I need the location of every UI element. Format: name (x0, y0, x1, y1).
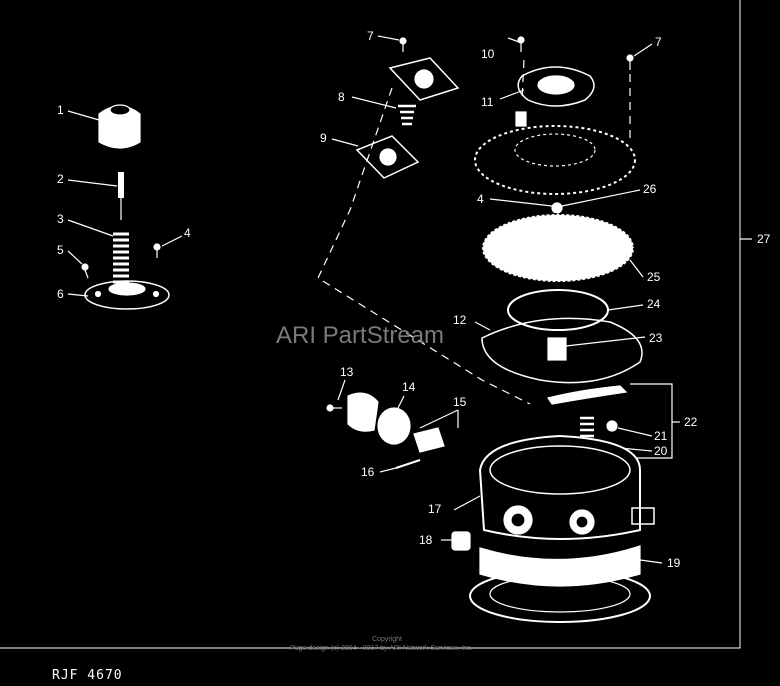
part-26-nut (551, 202, 563, 214)
part-6-base-plate (84, 280, 170, 310)
page-design-notice: Page design (c) 2004 - 2017 by ARI Netwo… (290, 645, 473, 652)
part-3-spring (113, 232, 129, 284)
part-20-spring (580, 416, 594, 450)
callout-1: 1 (57, 103, 64, 117)
callout-4: 4 (477, 192, 484, 206)
part-14-cover (347, 392, 379, 432)
drawing-id: RJF 4670 (52, 668, 123, 683)
callout-5: 5 (57, 243, 64, 257)
callout-3: 3 (57, 212, 64, 226)
callout-21: 21 (654, 429, 668, 443)
callout-19: 19 (667, 556, 681, 570)
callout-7: 7 (655, 35, 662, 49)
dashed-guide (521, 59, 525, 101)
part-7-screw-right (626, 54, 634, 70)
part-4-screw-left (153, 243, 161, 258)
part-11-spacer (515, 111, 527, 127)
part-7-screw-top (399, 37, 407, 52)
watermark-text: ARI PartStream (276, 322, 445, 349)
callout-2: 2 (57, 172, 64, 186)
callout-27: 27 (757, 232, 771, 246)
part-14-gasket (377, 407, 411, 445)
part-11-gasket (517, 66, 595, 107)
callout-4: 4 (184, 226, 191, 240)
callout-13: 13 (340, 365, 354, 379)
group-bracket-27 (0, 0, 741, 649)
part-8-cover-plate (388, 57, 460, 101)
callout-7: 7 (367, 29, 374, 43)
part-13-screw (326, 404, 342, 412)
callout-12: 12 (453, 313, 467, 327)
callout-20: 20 (654, 444, 668, 458)
callout-8: 8 (338, 90, 345, 104)
part-8-spring-small (398, 104, 416, 126)
copyright-label: Copyright (372, 636, 402, 643)
callout-6: 6 (57, 287, 64, 301)
callout-26: 26 (643, 182, 657, 196)
callout-23: 23 (649, 331, 663, 345)
part-16-pin (395, 459, 421, 469)
callout-16: 16 (361, 465, 375, 479)
part-1-cap (98, 104, 141, 149)
callout-22: 22 (684, 415, 698, 429)
callout-18: 18 (419, 533, 433, 547)
callout-14: 14 (402, 380, 416, 394)
part-2-pin (118, 172, 124, 220)
part-19-filter-ring (479, 545, 641, 587)
callout-17: 17 (428, 502, 442, 516)
callout-11: 11 (481, 95, 494, 109)
part-23-bushing (547, 337, 567, 361)
part-housing-outline (474, 125, 636, 195)
part-17-carburetor-body (478, 434, 655, 540)
part-5-screw (81, 263, 89, 279)
part-base-ring (469, 569, 651, 623)
callout-10: 10 (481, 47, 495, 61)
callout-25: 25 (647, 270, 661, 284)
callout-15: 15 (453, 395, 467, 409)
part-22-lever (547, 385, 628, 405)
callout-24: 24 (647, 297, 661, 311)
part-15-valve (413, 427, 445, 453)
part-12-gasket-ring (481, 317, 643, 384)
part-21-screw (606, 420, 618, 432)
part-10-screw (517, 36, 525, 52)
dashed-guide (317, 87, 531, 405)
part-25-filter (481, 213, 635, 283)
part-9-diaphragm-plate (355, 135, 420, 179)
callout-9: 9 (320, 131, 327, 145)
part-18-plug (451, 531, 471, 551)
